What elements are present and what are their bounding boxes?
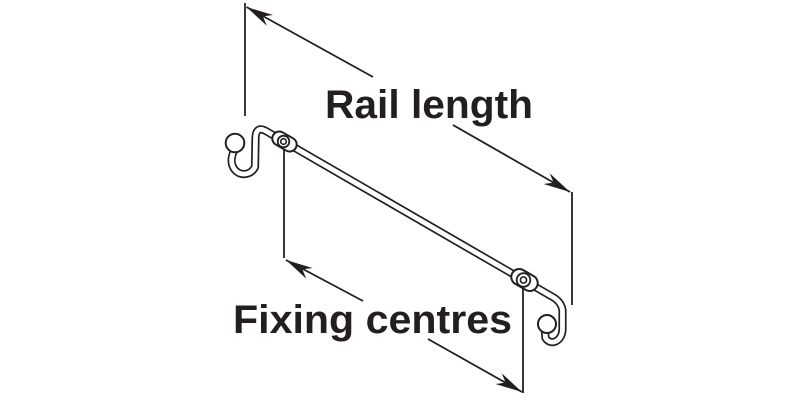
arrowhead-fixing-centres-lower-icon [495,373,522,392]
bracket-hole-inner-left [279,137,288,146]
fixing-centres-label: Fixing centres [233,298,512,342]
arrowhead-rail-length-lower-icon [543,173,570,192]
rail-end-ball-right [537,314,557,334]
rail-fittings-fill [224,130,557,334]
dimension-arrowheads [246,7,570,392]
rail-length-dimension-line-segment-2 [452,124,571,193]
rail-fittings [224,130,557,334]
rail-drawing [224,125,567,347]
rail-tube-inner [229,126,565,345]
rail-length-label: Rail length [325,83,533,127]
rail-tube-hollow-group [229,126,565,345]
bracket-hole-inner-right [519,276,528,284]
arrowhead-fixing-centres-upper-icon [286,260,313,279]
arrowhead-rail-length-upper-icon [246,7,273,26]
rail-length-dimension-line-segment-1 [246,6,374,78]
rail-end-ball-left [224,132,246,154]
